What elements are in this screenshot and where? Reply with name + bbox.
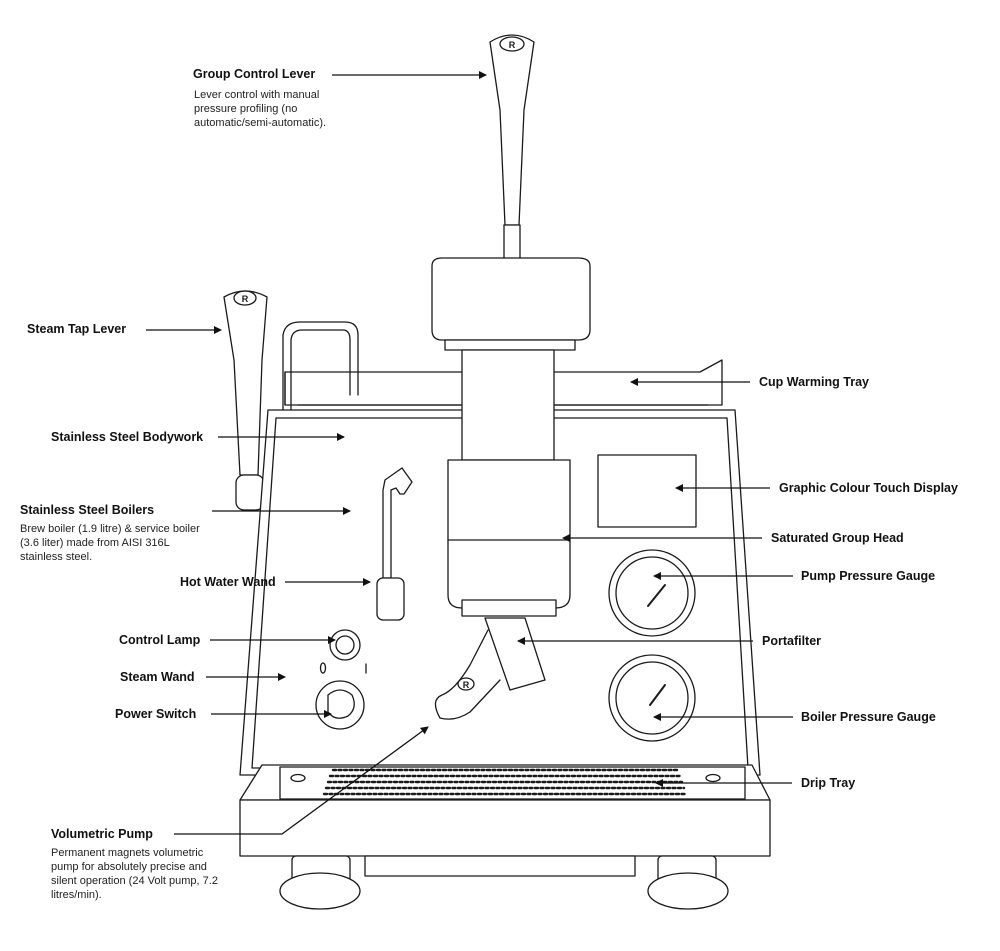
group-head-cap [431, 257, 591, 461]
machine-base [239, 799, 771, 910]
steam-lever-logo: R [242, 294, 249, 304]
saturated-group-head-label: Saturated Group Head [771, 531, 904, 545]
graphic-colour-touch-display-label: Graphic Colour Touch Display [779, 481, 958, 495]
volumetric-pump-label: Volumetric Pump [51, 827, 153, 841]
stainless-steel-boilers-label: Stainless Steel Boilers [20, 503, 155, 517]
lever-logo: R [509, 40, 516, 50]
graphic-colour-touch-display [597, 454, 697, 528]
steam-tap-lever [223, 290, 268, 511]
stainless-steel-boilers-desc: Brew boiler (1.9 litre) & service boiler… [20, 523, 200, 563]
control-lamp [329, 629, 361, 661]
drip-tray-label: Drip Tray [801, 776, 856, 790]
portafilter-label: Portafilter [762, 634, 822, 648]
group-control-lever-label: Group Control Lever [193, 67, 316, 81]
hot-water-wand-label: Hot Water Wand [180, 575, 276, 589]
group-control-lever-desc: Lever control with manual pressure profi… [194, 89, 327, 129]
portafilter-logo: R [463, 680, 470, 690]
cup-warming-tray-label: Cup Warming Tray [759, 375, 869, 389]
saturated-group-head [447, 459, 571, 617]
group-control-lever [489, 34, 535, 261]
pump-pressure-gauge [608, 549, 696, 637]
stainless-steel-bodywork-label: Stainless Steel Bodywork [51, 430, 204, 444]
pump-pressure-gauge-label: Pump Pressure Gauge [801, 569, 936, 583]
steam-tap-lever-label: Steam Tap Lever [27, 322, 127, 336]
hot-water-wand [376, 467, 413, 621]
power-switch-label: Power Switch [115, 707, 197, 721]
portafilter [434, 617, 546, 720]
steam-wand-label: Steam Wand [120, 670, 195, 684]
boiler-pressure-gauge-label: Boiler Pressure Gauge [801, 710, 936, 724]
arrow-volumetric-pump [174, 726, 429, 835]
control-lamp-label: Control Lamp [119, 633, 201, 647]
volumetric-pump-desc: Permanent magnets volumetric pump for ab… [51, 847, 218, 901]
boiler-pressure-gauge [608, 654, 696, 742]
